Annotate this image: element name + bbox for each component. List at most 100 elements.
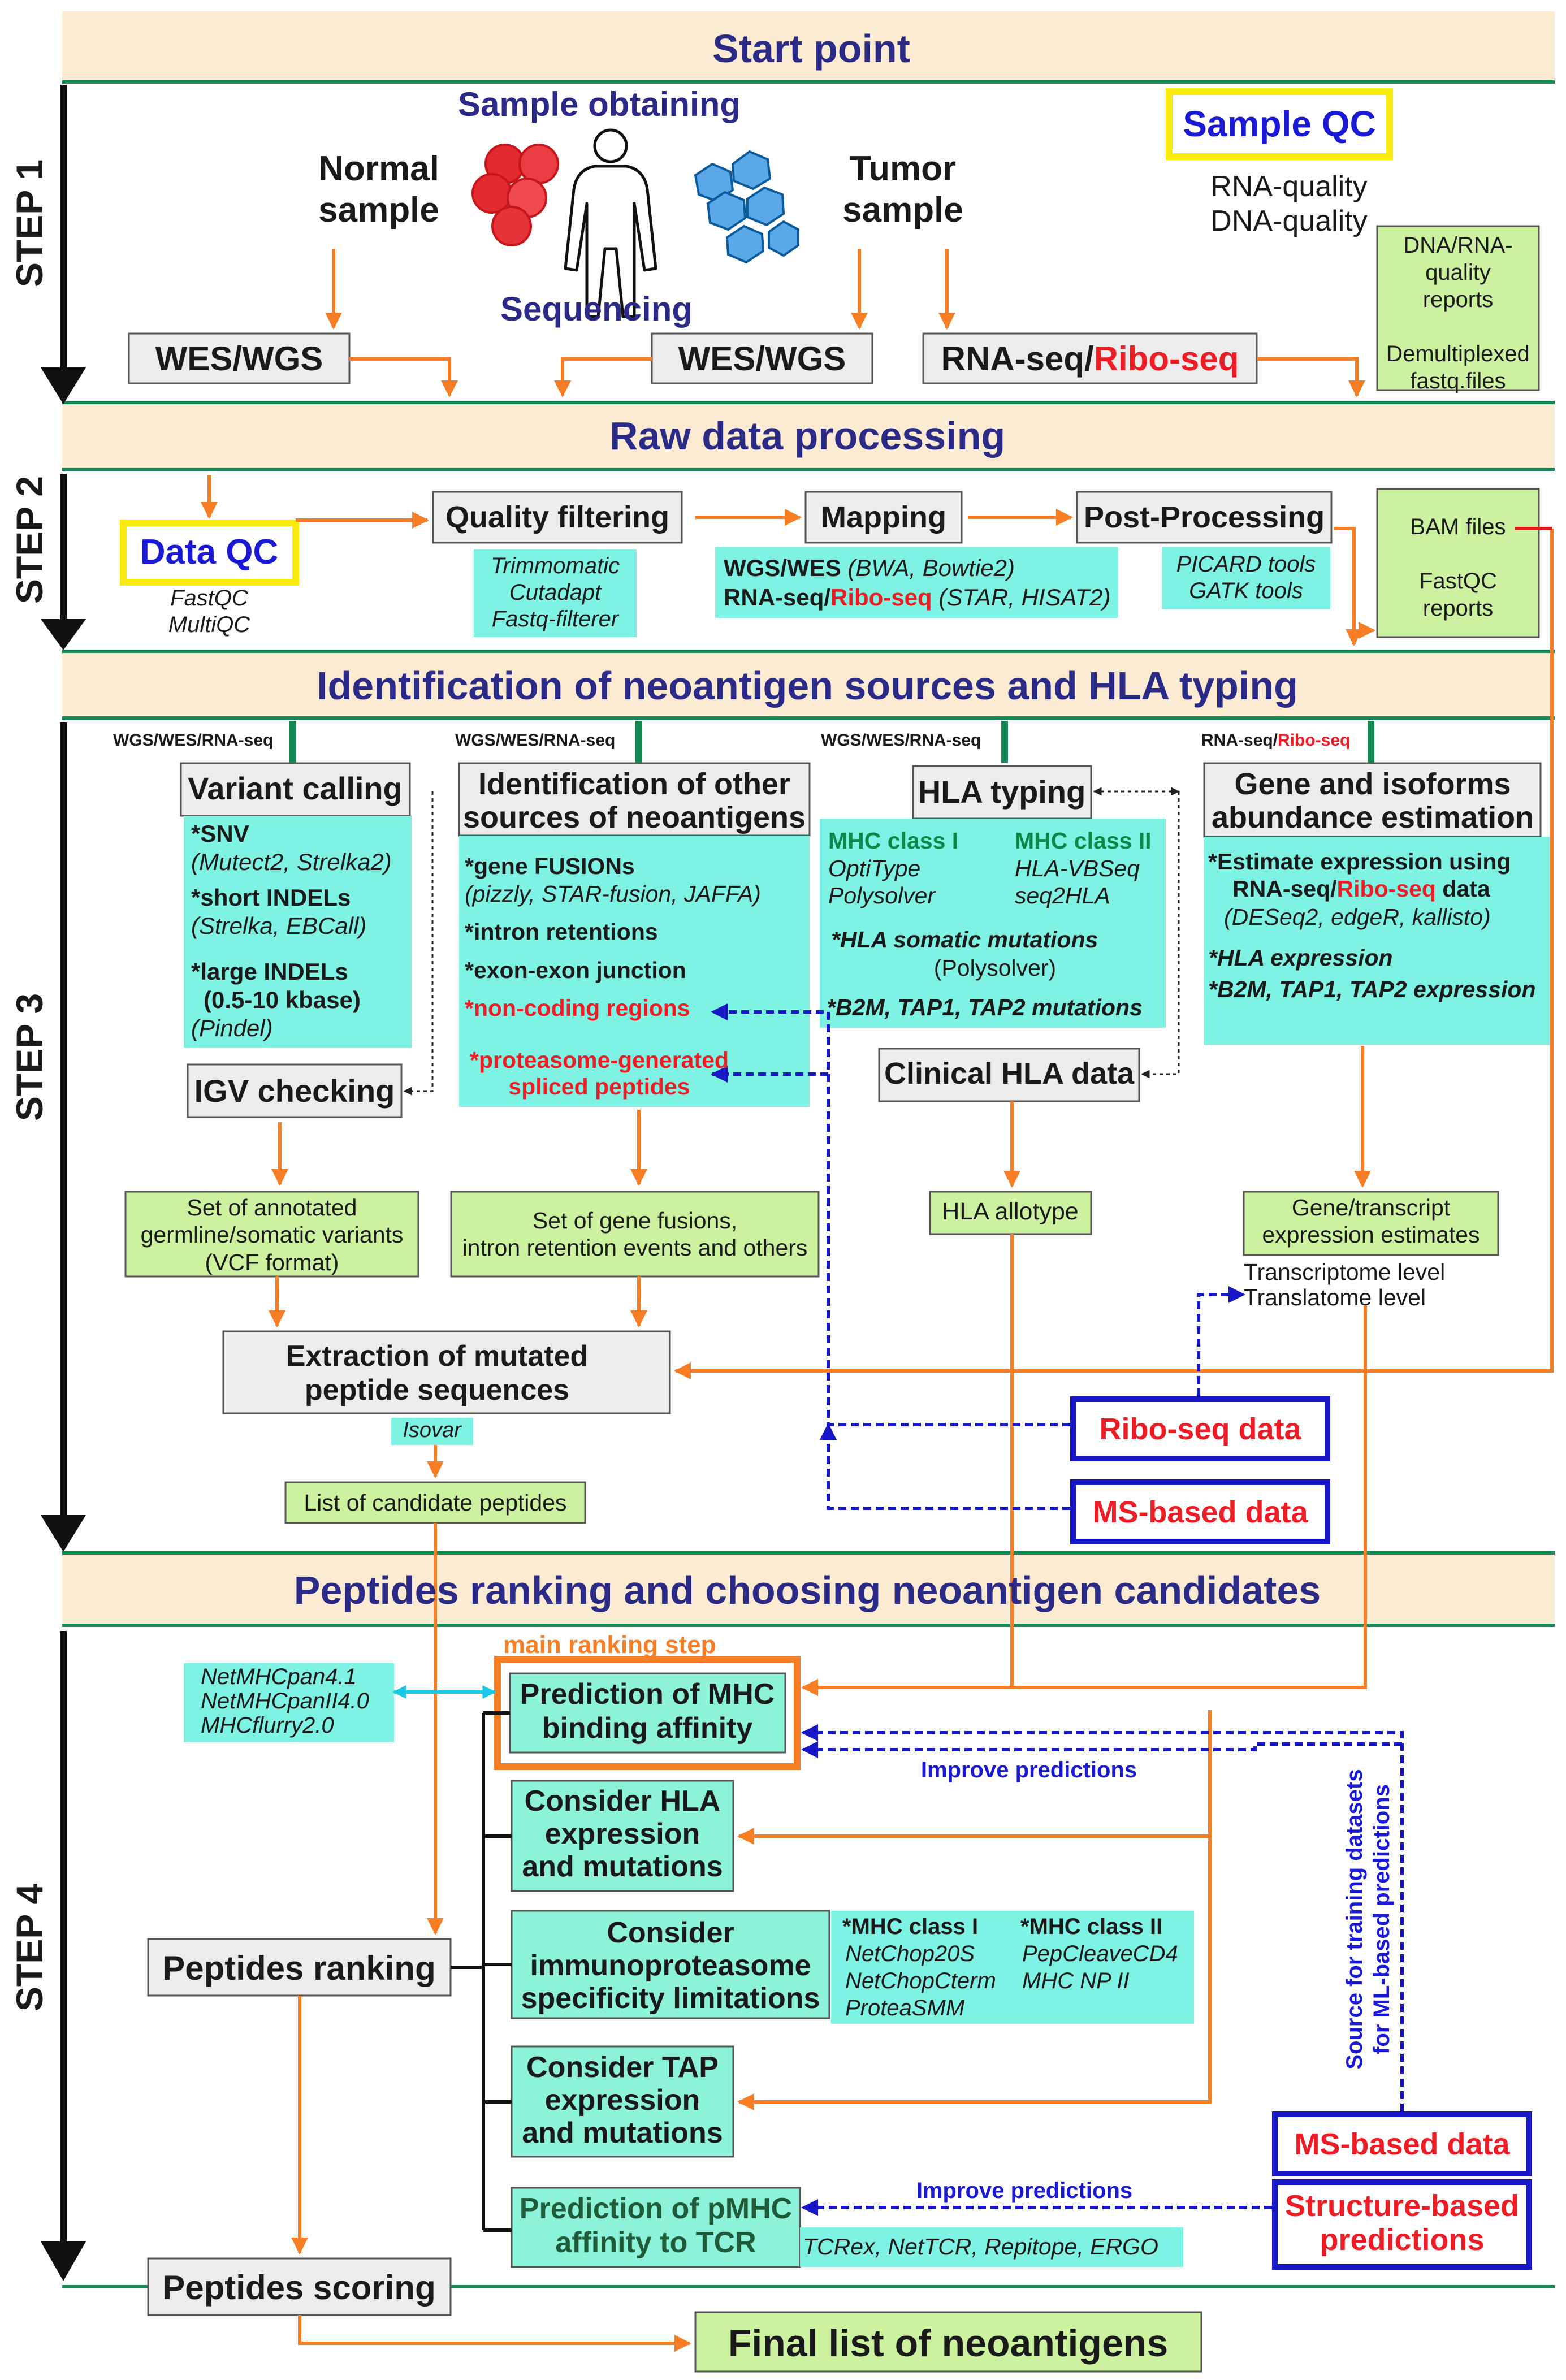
hlavbseq-tool: HLA-VBSeq [1015,855,1140,881]
hla-somatic-tool: (Polysolver) [933,955,1057,981]
mapping-tools-box [715,547,1118,618]
src-c-label: WGS/WES/RNA-seq [821,731,981,750]
pred-mhc-box [509,1672,786,1754]
rnaseq-text: RNA-seq/ [941,340,1094,378]
ext-l1: Extraction of mutated [285,1340,589,1373]
immuno-box [511,1910,830,2019]
src-d-label: RNA-seq/Ribo-seq [1201,730,1350,750]
post-processing-label: Post-Processing [1083,500,1325,534]
mapping-label: Mapping [821,500,946,534]
variant-calling-label: Variant calling [188,771,403,806]
os-noncoding: *non-coding regions [465,994,690,1021]
sample-qc-box [1166,88,1393,160]
he-l1: Consider HLA [524,1785,721,1818]
qf-tool-1: Trimmomatic [490,553,620,578]
fusions-set-text: Set of gene fusions,intron retention eve… [462,1207,808,1262]
clinical-hla-box [878,1048,1140,1102]
other-sources-tools-box [459,836,810,1107]
qf-tool-2: Cutadapt [509,580,602,605]
pepcleavecd4: PepCleaveCD4 [1022,1941,1178,1966]
header-raw: Raw data processing [609,414,1006,458]
os-tools-text: *gene FUSIONs (pizzly, STAR-fusion, JAFF… [465,853,761,1022]
human-body-icon [564,128,657,318]
fs-l2: intron retention events and others [462,1235,808,1261]
src-note-2: for ML-based predictions [1369,1784,1394,2054]
map-rna-label: RNA-seq/ [724,584,831,611]
fastqc-reports-2: reports [1422,596,1494,621]
pmhc-l1: Prediction of pMHC [519,2192,793,2225]
st-l2: predictions [1320,2223,1485,2257]
wes-wgs-left-label: WES/WGS [155,340,323,378]
ge-estimate: *Estimate expression using [1208,849,1511,875]
post-processing-box [1076,491,1333,544]
candidates-label: List of candidate peptides [304,1490,567,1516]
proteasmm: ProteaSMM [845,1996,965,2020]
pm-l2: binding affinity [542,1711,753,1745]
vc-short: *short INDELs [191,884,351,911]
map-wgs-label: WGS/WES [724,555,841,581]
header-ident: Identification of neoantigen sources and… [317,664,1298,708]
os-exon: *exon-exon junction [465,957,686,983]
hla-tools-box [820,819,1166,1028]
dna-quality: DNA-quality [1210,205,1368,238]
normal-sample-line2: sample [318,191,439,230]
os-fusions: *gene FUSIONs [465,853,635,879]
ge-using-rna: RNA-seq/ [1232,876,1337,902]
ge-tools: (DESeq2, edgeR, kallisto) [1224,904,1491,930]
structure-box [1272,2179,1532,2270]
step-3-label: STEP 3 [8,993,50,1122]
transcriptome-level: Transcriptome level [1244,1259,1446,1285]
picard-tool: PICARD tools [1176,552,1316,577]
seq2hla-tool: seq2HLA [1015,882,1110,909]
os-fusions-tools: (pizzly, STAR-fusion, JAFFA) [465,881,761,907]
hla-allotype-box [929,1191,1092,1235]
he-l2: expression [544,1818,700,1851]
mapping-wgs-line: WGS/WES (BWA, Bowtie2) [724,554,1015,582]
isovar-label: Isovar [403,1418,461,1442]
src-note-1: Source for training datasets [1342,1769,1367,2070]
ms-data-label-step4: MS-based data [1294,2127,1510,2161]
header-start: Start point [712,27,910,71]
wes-wgs-right-label: WES/WGS [678,340,846,378]
tumor-sample-line1: Tumor [849,149,957,188]
netmhcpanii: NetMHCpanII4.0 [201,1689,369,1714]
sequencing-label: Sequencing [500,290,693,328]
src-b-label: WGS/WES/RNA-seq [455,731,616,750]
variants-set-box [124,1191,419,1278]
ribo-data-box [1070,1396,1330,1461]
tap-l1: Consider TAP [526,2051,719,2084]
mapping-box [804,491,963,544]
os-prot-1: *proteasome-generated [470,1047,729,1073]
netmhcpan: NetMHCpan4.1 [201,1664,357,1689]
scoring-label: Peptides scoring [162,2269,436,2307]
out1-l6: fastq.files [1410,369,1506,393]
os-l2: sources of neoantigens [462,800,806,835]
gene-est-box [1243,1191,1499,1256]
vc-short-tools: (Strelka, EBCall) [191,912,367,940]
out1-l3: reports [1422,287,1494,312]
quality-filtering-label: Quality filtering [445,500,670,534]
pp-tools-box [1162,547,1330,609]
ms-data-label-step3: MS-based data [1092,1495,1308,1529]
st-l1: Structure-based [1284,2189,1520,2223]
improve-predictions-2: Improve predictions [916,2178,1133,2203]
gene-iso-box [1203,762,1542,838]
netchopcterm: NetChopCterm [845,1968,996,1993]
ms-data-box-step3 [1070,1479,1330,1544]
clinical-hla-label: Clinical HLA data [884,1057,1135,1091]
netmhc-box [184,1663,394,1742]
vc-large-2: (0.5-10 kbase) [204,986,361,1013]
out1-l2: quality [1425,260,1491,285]
ge-using-ribo: Ribo-seq [1336,876,1436,902]
qf-tool-3: Fastq-filterer [491,607,619,632]
